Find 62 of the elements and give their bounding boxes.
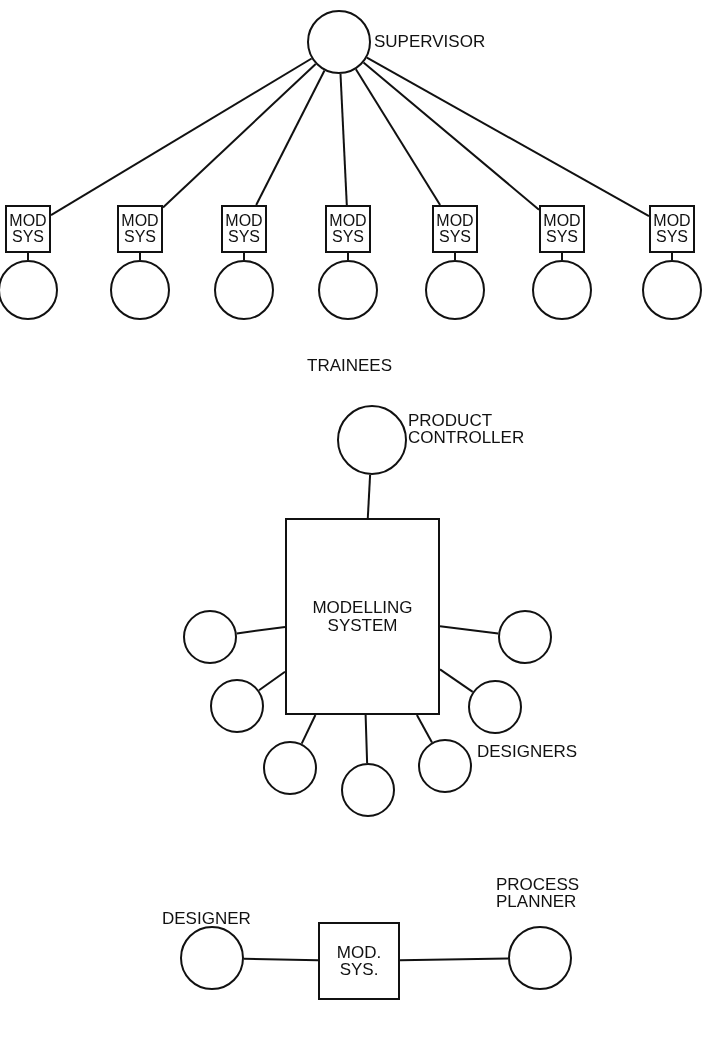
connector-line (300, 714, 317, 745)
circle (468, 680, 522, 734)
box-label: MOD SYS (435, 212, 475, 246)
circle (183, 610, 237, 664)
connector-line (235, 625, 286, 635)
system-box (649, 205, 695, 253)
connector-line (399, 957, 509, 962)
connector-line (439, 668, 474, 693)
connector-line (366, 473, 372, 519)
connector-line (439, 625, 500, 635)
system-box (117, 205, 163, 253)
circle (110, 260, 170, 320)
box-label: MOD SYS (328, 212, 368, 246)
connector-line (354, 68, 442, 206)
group-label: TRAINEES (307, 356, 393, 376)
connector-line (139, 252, 141, 261)
box-label: MOD SYS (8, 212, 48, 246)
system-box (285, 518, 440, 715)
connector-line (364, 714, 369, 764)
group-label: DESIGNERS (477, 742, 578, 762)
circle (532, 260, 592, 320)
system-box (318, 922, 400, 1000)
connector-line (365, 56, 650, 218)
box-label: MOD SYS (652, 212, 692, 246)
circle (341, 763, 395, 817)
connector-line (258, 670, 286, 692)
connector-line (561, 252, 563, 261)
connector-line (27, 252, 29, 261)
system-box (539, 205, 585, 253)
box-label: MOD SYS (542, 212, 582, 246)
circle (263, 741, 317, 795)
system-box (432, 205, 478, 253)
node-label: PRODUCT CONTROLLER (408, 412, 526, 447)
circle (210, 679, 264, 733)
circle (425, 260, 485, 320)
connector-line (347, 252, 349, 261)
node-label: DESIGNER (162, 910, 252, 928)
connector-line (50, 57, 313, 217)
node-label: PROCESS PLANNER (496, 876, 581, 911)
system-box (325, 205, 371, 253)
box-label: MOD SYS (224, 212, 264, 246)
node-label: SUPERVISOR (374, 33, 484, 51)
connector-line (243, 957, 319, 962)
connector-line (255, 69, 326, 206)
circle (418, 739, 472, 793)
box-label: MOD. SYS. (335, 943, 383, 979)
system-box (5, 205, 51, 253)
box-label: MOD SYS (120, 212, 160, 246)
connector-line (243, 252, 245, 261)
system-box (221, 205, 267, 253)
circle (642, 260, 702, 320)
connector-line (162, 62, 317, 209)
circle (318, 260, 378, 320)
box-label: MODELLING SYSTEM (311, 599, 414, 634)
connector-line (671, 252, 673, 261)
connector-line (362, 61, 540, 211)
connector-line (415, 714, 433, 744)
circle (498, 610, 552, 664)
connector-line (339, 73, 348, 206)
connector-line (454, 252, 456, 261)
circle (214, 260, 274, 320)
circle (0, 260, 58, 320)
